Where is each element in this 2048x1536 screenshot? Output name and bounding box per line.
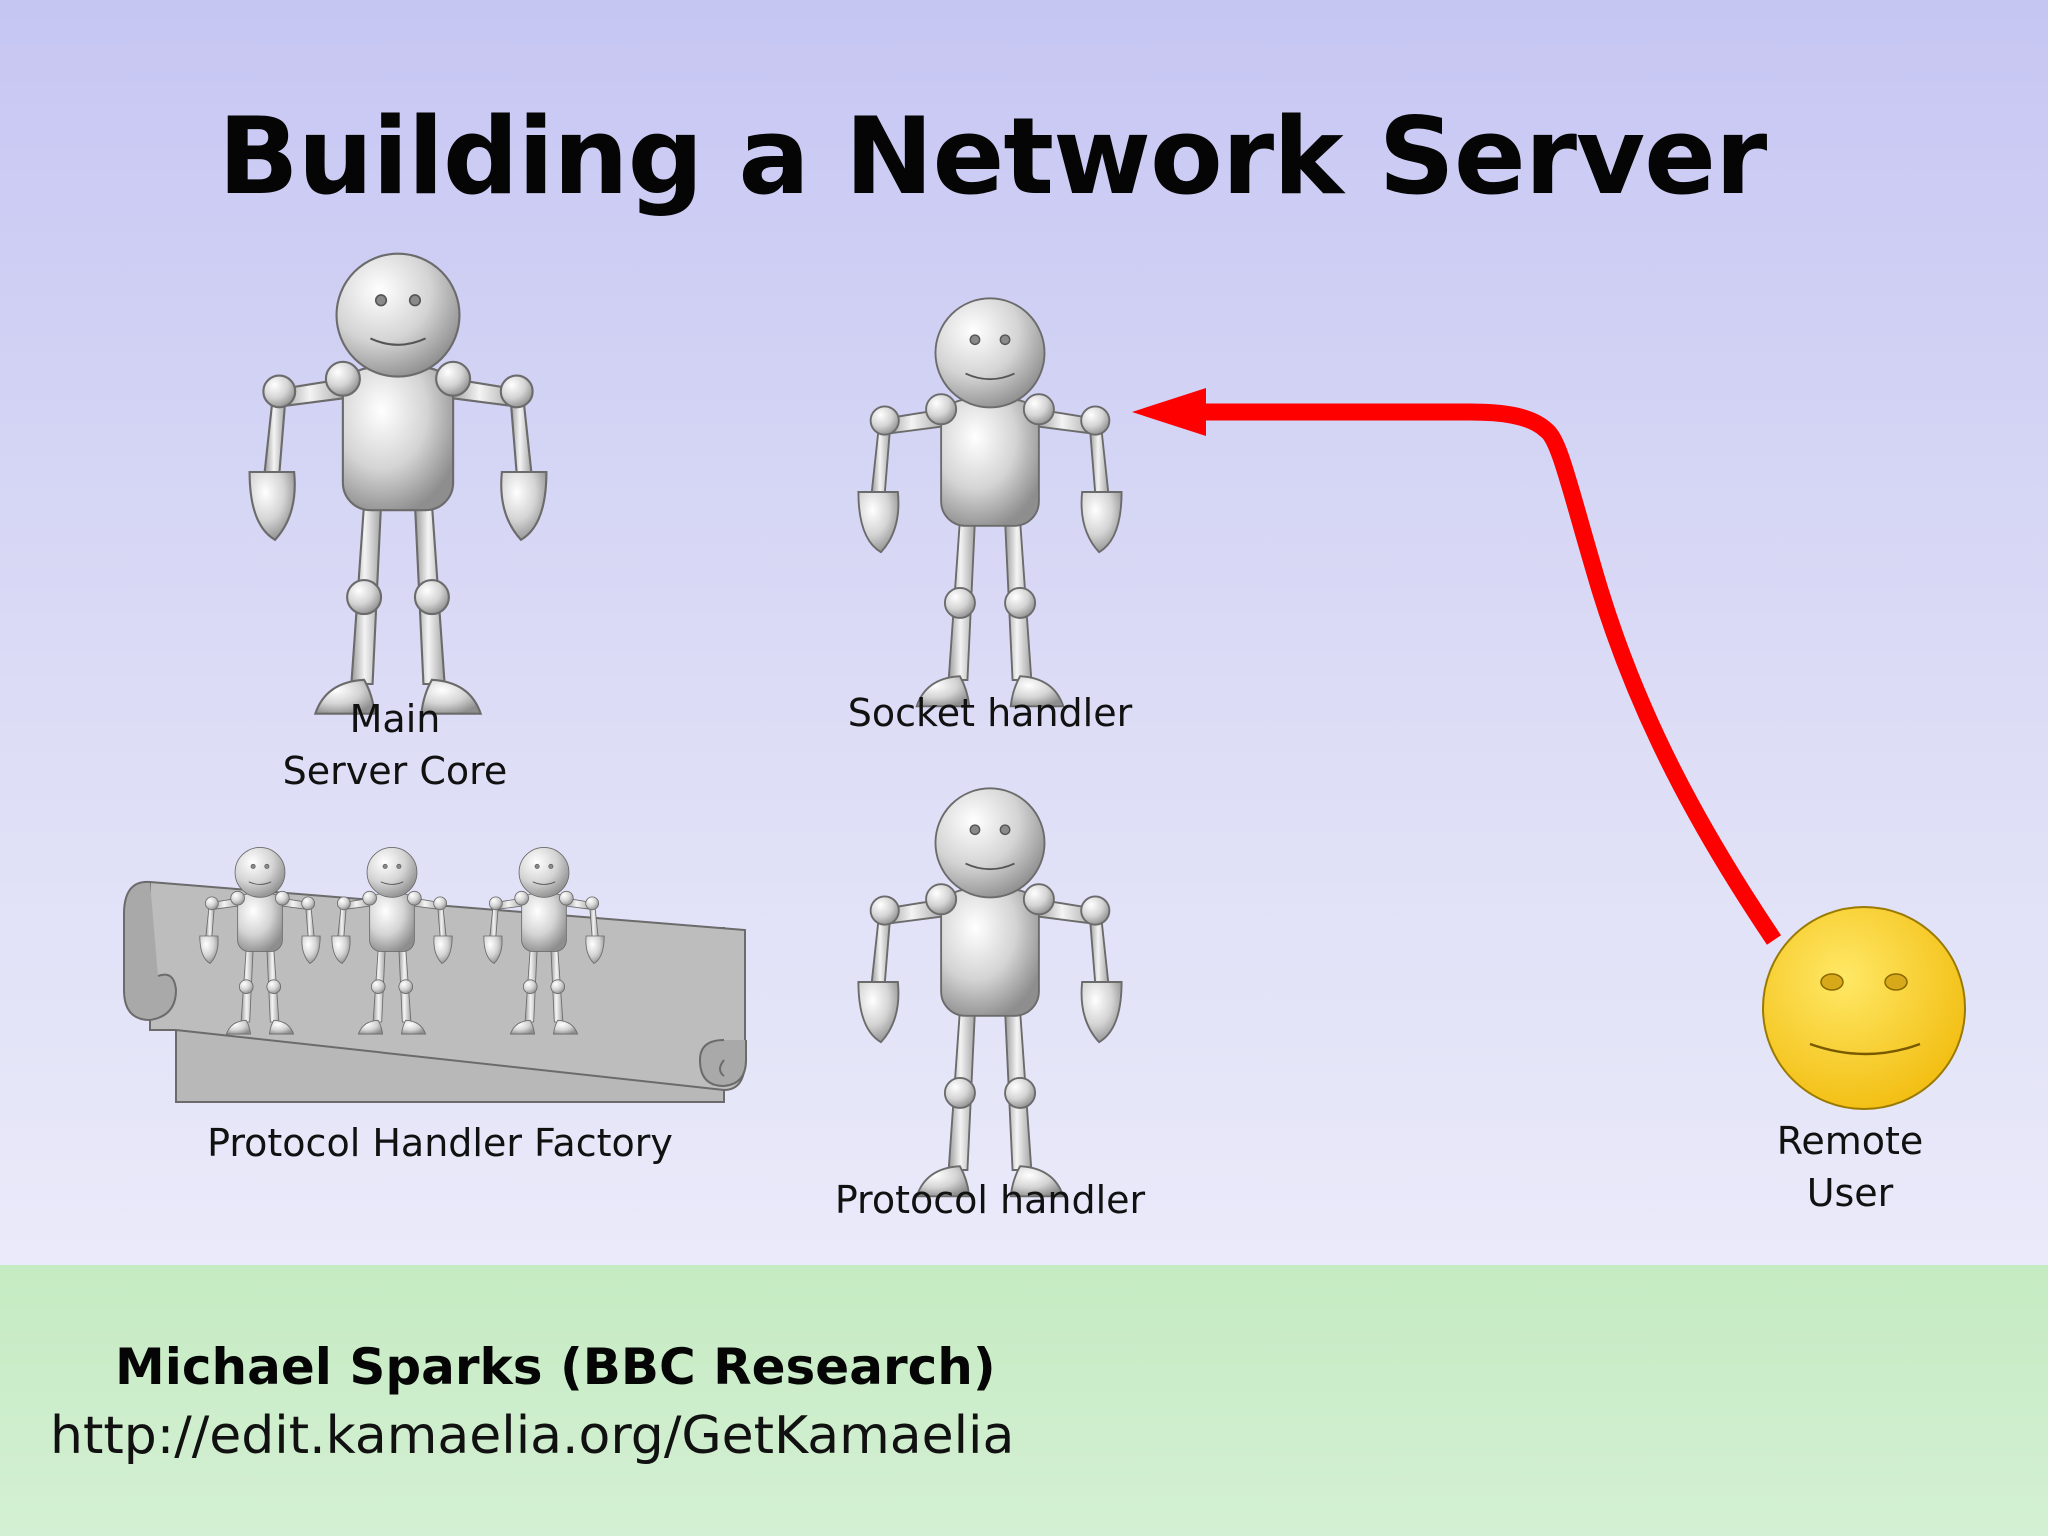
remote-user-smiley (1762, 906, 1966, 1110)
slide-title: Building a Network Server (218, 95, 1767, 218)
footer-url[interactable]: http://edit.kamaelia.org/GetKamaelia (50, 1406, 1015, 1466)
slide-footer-background (0, 1265, 2048, 1536)
remote-user-label-line1: Remote (1776, 1119, 1924, 1163)
socket-handler-label: Socket handler (847, 691, 1133, 735)
protocol-handler-label: Protocol handler (834, 1178, 1146, 1222)
main-server-core-label-line2: Server Core (282, 749, 508, 793)
socket-handler-robot (857, 297, 1123, 708)
main-server-core-label: Main Server Core (245, 693, 545, 797)
footer-author: Michael Sparks (BBC Research) (115, 1338, 996, 1396)
factory-scroll (123, 880, 747, 1103)
protocol-handler-robot (857, 787, 1123, 1198)
remote-user-label-line2: User (1806, 1171, 1894, 1215)
main-server-core-robot (248, 252, 548, 715)
main-server-core-label-line1: Main (349, 697, 441, 741)
remote-user-label: Remote User (1740, 1115, 1960, 1219)
connection-arrow (1132, 388, 1782, 945)
factory-label: Protocol Handler Factory (207, 1121, 673, 1165)
diagram (123, 252, 1966, 1198)
